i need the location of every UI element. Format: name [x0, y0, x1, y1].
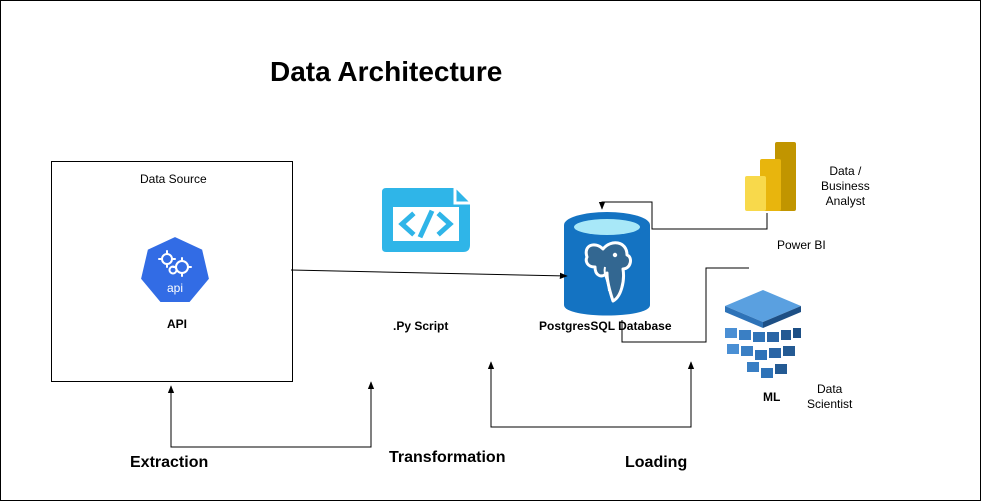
- scientist-label: Data Scientist: [807, 382, 853, 411]
- powerbi-to-database-arrow: [598, 201, 768, 230]
- api-to-database-arrow: [290, 269, 568, 280]
- postgresql-database-icon: [564, 212, 650, 316]
- transformation-loading-connector: [487, 361, 695, 428]
- extraction-transformation-connector: [167, 381, 375, 448]
- transformation-label: Transformation: [389, 449, 506, 466]
- api-label: API: [167, 317, 188, 331]
- power-bi-label: Power BI: [777, 238, 826, 252]
- data-source-label: Data Source: [140, 172, 207, 186]
- ml-to-database-connector: [621, 267, 749, 343]
- api-icon: api: [138, 234, 212, 304]
- api-icon-text: api: [167, 281, 183, 295]
- database-label: PostgresSQL Database: [539, 319, 672, 333]
- power-bi-icon: [745, 142, 796, 211]
- analyst-label: Data / Business Analyst: [821, 164, 870, 208]
- diagram-title: Data Architecture: [270, 56, 503, 87]
- loading-label: Loading: [625, 454, 688, 471]
- ml-label: ML: [763, 390, 781, 404]
- ml-stack-icon: [725, 290, 801, 378]
- extraction-label: Extraction: [130, 454, 209, 471]
- script-label: .Py Script: [393, 319, 449, 333]
- code-script-icon: [382, 188, 470, 252]
